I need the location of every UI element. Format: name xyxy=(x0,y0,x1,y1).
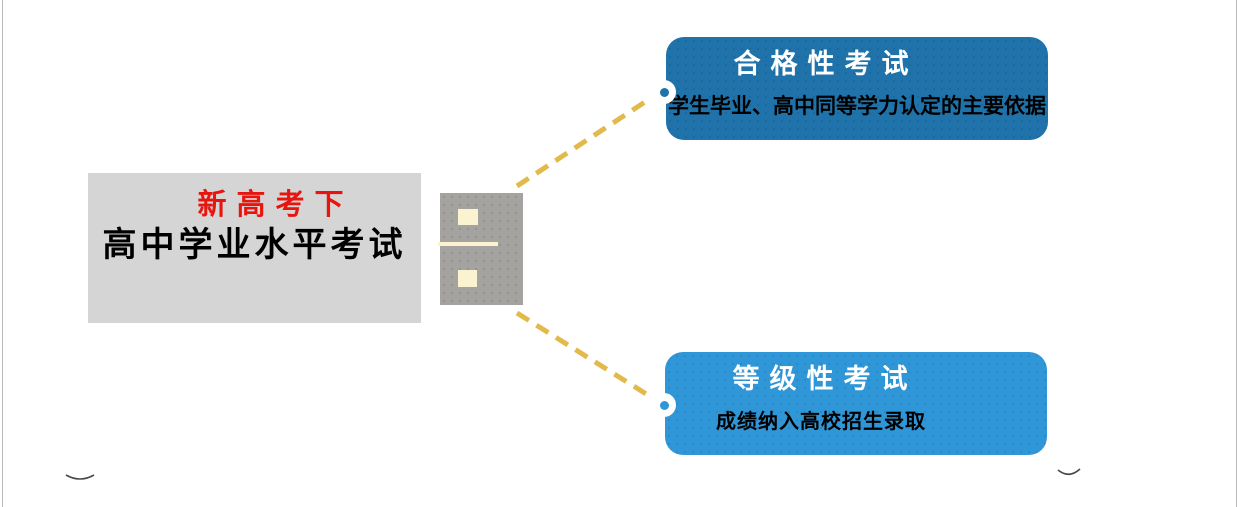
branch-node-graded-exam: 等级性考试 成绩纳入高校招生录取 xyxy=(665,352,1047,455)
curve-mark-left-icon xyxy=(65,474,95,480)
branch-anchor-bottom xyxy=(652,393,676,417)
usb-contact-bottom-icon xyxy=(458,270,477,287)
anchor-dot-icon xyxy=(659,87,669,97)
branch-description: 成绩纳入高校招生录取 xyxy=(716,411,926,433)
branch-title: 合格性考试 xyxy=(733,49,919,79)
page-right-border xyxy=(1236,0,1237,507)
curve-mark-right-icon xyxy=(1057,468,1081,476)
branch-node-qualifying-exam: 合格性考试 学生毕业、高中同等学力认定的主要依据 xyxy=(666,37,1048,140)
branch-connector-line-bottom xyxy=(515,310,653,400)
central-topic-title: 高中学业水平考试 xyxy=(102,226,407,264)
usb-plug-icon xyxy=(438,193,523,305)
usb-contact-top-icon xyxy=(458,209,478,225)
central-topic-subtitle: 新高考下 xyxy=(197,189,354,221)
branch-title: 等级性考试 xyxy=(732,364,918,394)
usb-slot-line-icon xyxy=(438,242,498,246)
branch-connector-line-top xyxy=(515,95,653,189)
branch-description: 学生毕业、高中同等学力认定的主要依据 xyxy=(668,95,1046,118)
branch-anchor-top xyxy=(652,80,676,104)
central-topic-node: 新高考下 高中学业水平考试 xyxy=(88,173,421,323)
page-left-border xyxy=(2,0,3,507)
anchor-dot-icon xyxy=(659,400,669,410)
